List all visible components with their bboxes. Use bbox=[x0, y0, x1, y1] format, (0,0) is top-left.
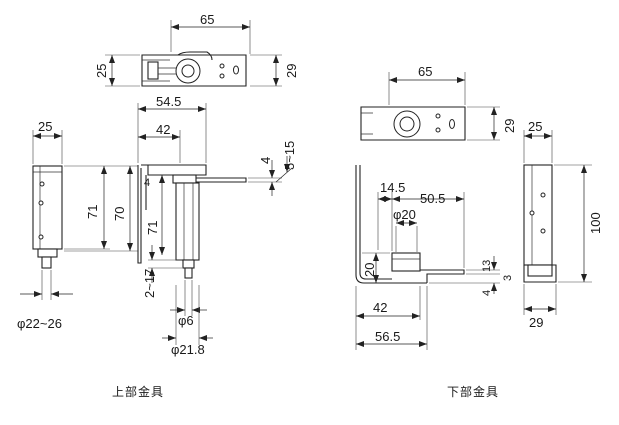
upper-top-height-right-label: 29 bbox=[284, 64, 299, 78]
lower-top-view: 65 29 bbox=[360, 64, 517, 141]
lower-front-view: 14.5 50.5 φ20 20 42 56.5 13 3 4 bbox=[355, 165, 514, 350]
upper-front-view: 54.5 42 71 4 2~17 φ6 φ21.8 bbox=[137, 94, 297, 357]
lower-front-w4-label: 56.5 bbox=[375, 329, 400, 344]
lower-side-bottom-label: 29 bbox=[529, 315, 543, 330]
upper-plate-gap-label: 5~15 bbox=[282, 141, 297, 170]
upper-front-h-label: 71 bbox=[145, 221, 160, 235]
lower-right-t3-label: 4 bbox=[481, 290, 493, 296]
upper-front-collar-label: φ21.8 bbox=[171, 342, 205, 357]
upper-fitting: 65 25 29 25 71 70 bbox=[17, 12, 299, 399]
lower-front-w3-label: 42 bbox=[373, 300, 387, 315]
lower-front-w1-label: 14.5 bbox=[380, 180, 405, 195]
upper-top-height-left-label: 25 bbox=[94, 64, 109, 78]
upper-side-bore-label: φ22~26 bbox=[17, 316, 62, 331]
upper-front-pin-label: φ6 bbox=[178, 313, 194, 328]
lower-side-width-label: 25 bbox=[528, 119, 542, 134]
upper-side-h1-label: 71 bbox=[85, 205, 100, 219]
upper-side-width-label: 25 bbox=[38, 119, 52, 134]
lower-caption: 下部金具 bbox=[447, 384, 499, 399]
lower-front-h-label: 20 bbox=[362, 263, 377, 277]
upper-front-adjust-label: 2~17 bbox=[142, 269, 157, 298]
upper-front-small-label: 4 bbox=[144, 177, 150, 189]
upper-top-view: 65 25 29 bbox=[94, 12, 299, 87]
upper-caption: 上部金具 bbox=[112, 384, 164, 399]
upper-plate-thickness-label: 4 bbox=[258, 157, 273, 164]
lower-right-t1-label: 13 bbox=[481, 260, 493, 272]
lower-right-t2-label: 3 bbox=[502, 275, 514, 281]
lower-fitting: 65 29 14.5 50.5 φ20 20 42 bbox=[355, 64, 603, 399]
upper-front-w2-label: 42 bbox=[156, 122, 170, 137]
lower-front-dia-label: φ20 bbox=[393, 207, 416, 222]
upper-top-width-label: 65 bbox=[200, 12, 214, 27]
upper-front-w1-label: 54.5 bbox=[156, 94, 181, 109]
upper-side-h2-label: 70 bbox=[112, 207, 127, 221]
lower-side-height-label: 100 bbox=[588, 212, 603, 234]
lower-front-w2-label: 50.5 bbox=[420, 191, 445, 206]
lower-top-width-label: 65 bbox=[418, 64, 432, 79]
lower-top-height-label: 29 bbox=[502, 119, 517, 133]
lower-side-view: 25 100 29 bbox=[523, 119, 603, 330]
upper-side-view: 25 71 70 φ22~26 bbox=[17, 119, 138, 331]
